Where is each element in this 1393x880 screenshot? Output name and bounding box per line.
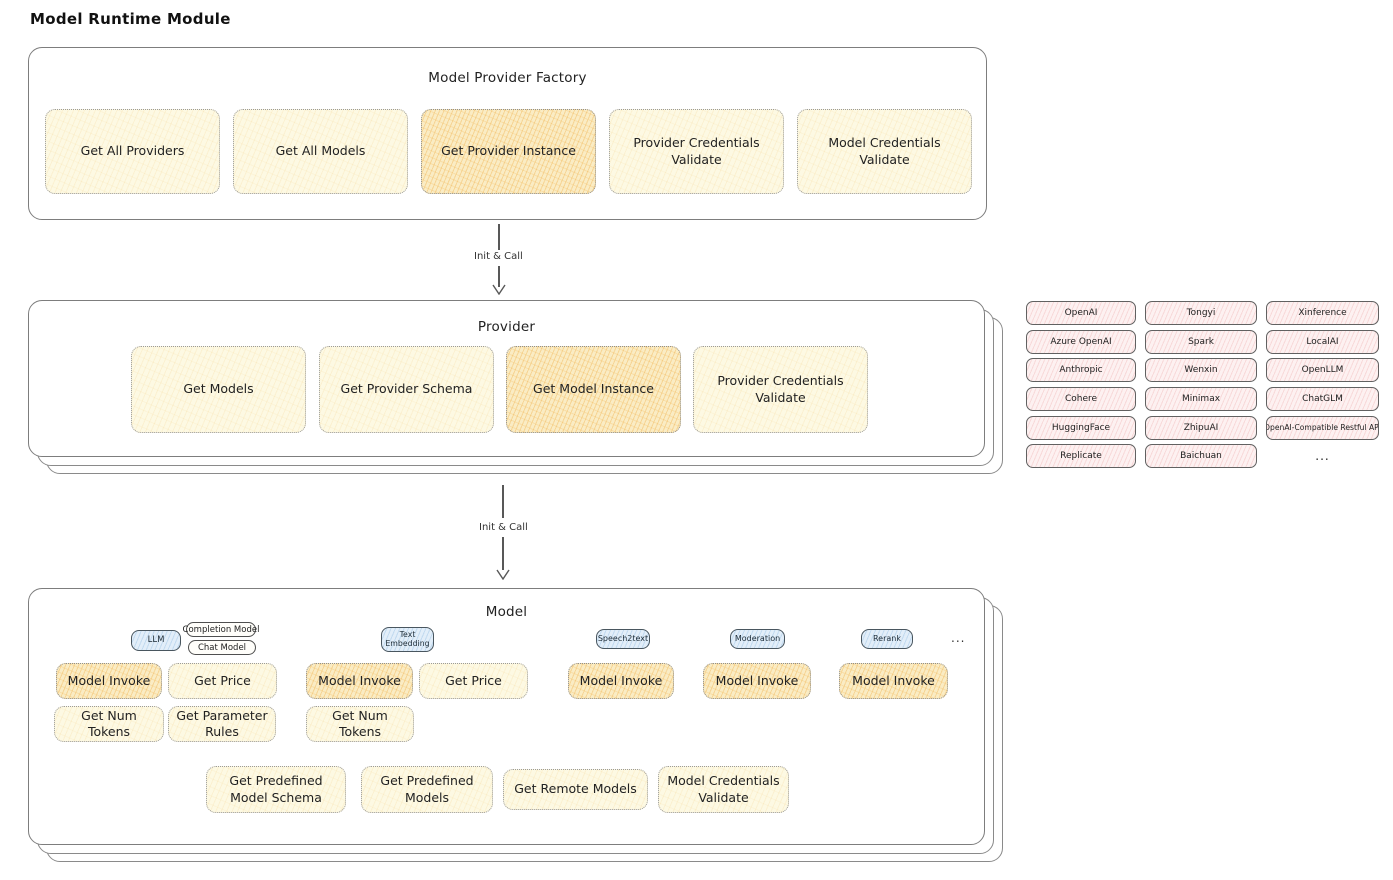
tag-chat-model: Chat Model xyxy=(188,640,256,655)
node-llm-get-price: Get Price xyxy=(168,663,277,699)
provider-pill-openai: OpenAI xyxy=(1026,301,1136,325)
node-provider-credentials-validate: Provider Credentials Validate xyxy=(609,109,784,194)
arrow-down-icon xyxy=(496,569,510,580)
arrow-label-init-call-1: Init & Call xyxy=(474,251,523,262)
provider-pill-tongyi: Tongyi xyxy=(1145,301,1257,325)
node-get-provider-schema: Get Provider Schema xyxy=(319,346,494,433)
node-model-credentials-validate-2: Model Credentials Validate xyxy=(658,766,789,813)
node-get-remote-models: Get Remote Models xyxy=(503,769,648,810)
node-get-provider-instance: Get Provider Instance xyxy=(421,109,596,194)
provider-pill-replicate: Replicate xyxy=(1026,444,1136,469)
node-llm-model-invoke: Model Invoke xyxy=(56,663,162,699)
model-title: Model xyxy=(485,604,528,620)
provider-list-ellipsis: ... xyxy=(1315,449,1330,464)
node-get-all-providers: Get All Providers xyxy=(45,109,220,194)
node-te-get-num-tokens: Get Num Tokens xyxy=(306,706,414,742)
provider-pill-spark: Spark xyxy=(1145,329,1257,354)
model-box: Model LLM Completion Model Chat Model Te… xyxy=(28,588,985,845)
node-llm-get-parameter-rules: Get Parameter Rules xyxy=(168,706,276,742)
tag-rerank: Rerank xyxy=(861,629,913,649)
tag-text-embedding: Text Embedding xyxy=(381,627,434,652)
node-te-model-invoke: Model Invoke xyxy=(306,663,413,699)
arrow-down-icon xyxy=(492,284,506,295)
arrow-line xyxy=(498,266,500,287)
node-get-model-instance: Get Model Instance xyxy=(506,346,681,433)
node-moderation-model-invoke: Model Invoke xyxy=(703,663,811,699)
provider-pill-cohere: Cohere xyxy=(1026,387,1136,412)
provider-pill-minimax: Minimax xyxy=(1145,387,1257,412)
provider-pill-anthropic: Anthropic xyxy=(1026,358,1136,383)
page-title: Model Runtime Module xyxy=(30,10,231,28)
tag-llm: LLM xyxy=(131,630,181,651)
node-te-get-price: Get Price xyxy=(419,663,528,699)
provider-box: Provider Get Models Get Provider Schema … xyxy=(28,300,985,457)
tag-speech2text: Speech2text xyxy=(596,629,650,649)
provider-pill-huggingface: HuggingFace xyxy=(1026,415,1136,440)
node-provider-credentials-validate-2: Provider Credentials Validate xyxy=(693,346,868,433)
arrow-line xyxy=(502,485,504,518)
node-get-models: Get Models xyxy=(131,346,306,433)
node-get-all-models: Get All Models xyxy=(233,109,408,194)
node-s2t-model-invoke: Model Invoke xyxy=(568,663,674,699)
provider-pill-openllm: OpenLLM xyxy=(1266,358,1379,383)
provider-title: Provider xyxy=(477,319,536,335)
provider-pill-localai: LocalAI xyxy=(1266,329,1379,354)
tag-completion-model: Completion Model xyxy=(183,622,259,637)
provider-pill-baichuan: Baichuan xyxy=(1145,444,1257,469)
arrow-label-init-call-2: Init & Call xyxy=(479,522,528,533)
node-llm-get-num-tokens: Get Num Tokens xyxy=(54,706,164,742)
arrow-line xyxy=(498,224,500,250)
node-get-predefined-models: Get Predefined Models xyxy=(361,766,493,813)
factory-title: Model Provider Factory xyxy=(428,70,587,86)
provider-pill-chatglm: ChatGLM xyxy=(1266,387,1379,412)
provider-pill-wenxin: Wenxin xyxy=(1145,358,1257,383)
provider-pill-xinference: Xinference xyxy=(1266,301,1379,325)
model-tags-ellipsis: ... xyxy=(951,631,966,645)
provider-list: OpenAI Tongyi Xinference Azure OpenAI Sp… xyxy=(1026,301,1379,469)
tag-moderation: Moderation xyxy=(730,629,785,649)
provider-pill-zhipuai: ZhipuAI xyxy=(1145,415,1257,440)
node-rerank-model-invoke: Model Invoke xyxy=(839,663,948,699)
model-provider-factory-box: Model Provider Factory Get All Providers… xyxy=(28,47,987,220)
provider-pill-openai-compatible: OpenAI-Compatible Restful API xyxy=(1266,415,1379,440)
arrow-line xyxy=(502,537,504,570)
node-model-credentials-validate: Model Credentials Validate xyxy=(797,109,972,194)
provider-pill-azure-openai: Azure OpenAI xyxy=(1026,329,1136,354)
node-get-predefined-model-schema: Get Predefined Model Schema xyxy=(206,766,346,813)
